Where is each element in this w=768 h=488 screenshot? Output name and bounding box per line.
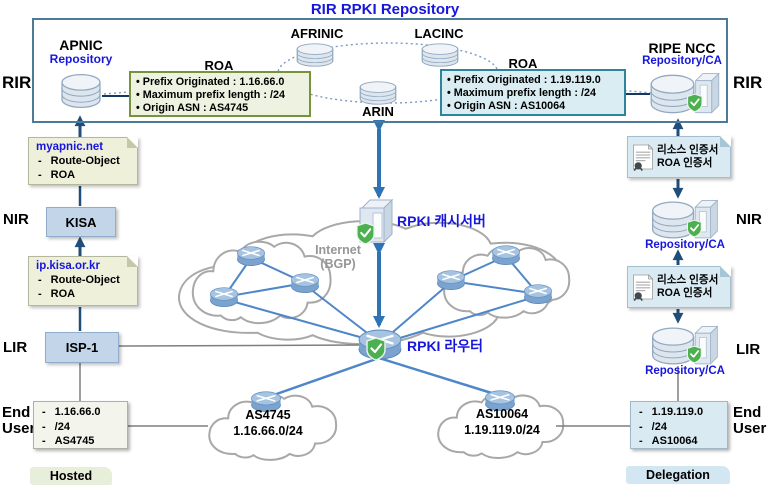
ipkisa-note: ip.kisa.or.kr Route-Object ROA: [28, 256, 138, 306]
roa-box-ripe: Prefix Originated : 1.19.119.0 Maximum p…: [440, 69, 626, 116]
myapnic-title: myapnic.net: [36, 141, 104, 153]
as10064-prefix-label: 1.19.119.0/24: [464, 423, 540, 437]
gray-connectors: [79, 344, 679, 427]
internet-bgp-label: Internet (BGP): [303, 243, 373, 271]
lir-repository-ca-icon: [647, 323, 723, 369]
roa-line: Prefix Originated : 1.19.119.0: [447, 74, 619, 87]
end-user-label-left: End User: [2, 404, 36, 437]
roa-line: Maximum prefix length : /24: [447, 87, 619, 100]
as4745-prefix-label: 1.16.66.0/24: [233, 424, 303, 438]
end-user-box-left: 1.16.66.0 /24 AS4745: [33, 401, 128, 449]
internet-label-line: (BGP): [320, 257, 356, 271]
cert-line: 리소스 인증서: [657, 273, 719, 286]
ripe-ncc-label: RIPE NCC: [648, 40, 716, 56]
nir-repository-ca-icon: [647, 197, 723, 243]
diagram-title: RIR RPKI Repository: [310, 1, 460, 18]
myapnic-item: ROA: [36, 168, 137, 182]
certificate-doc-icon: [633, 144, 654, 171]
nir-label-left: NIR: [3, 211, 29, 228]
rir-label-left: RIR: [2, 73, 32, 92]
end-user-label-line: End: [2, 404, 31, 421]
myapnic-note: myapnic.net Route-Object ROA: [28, 137, 138, 185]
rpki-cache-server-icon: [356, 198, 394, 245]
end-user-item: 1.16.66.0: [40, 405, 127, 420]
roa-line: Origin ASN : AS4745: [136, 102, 304, 115]
kisa-box: KISA: [46, 207, 116, 237]
as10064-label: AS10064: [475, 407, 529, 421]
end-user-item: /24: [40, 420, 127, 435]
end-user-label-line: User: [2, 420, 36, 437]
rir-label-right: RIR: [733, 73, 763, 92]
roa-line: Maximum prefix length : /24: [136, 89, 304, 102]
roa-right-title: ROA: [508, 56, 538, 71]
afrinic-label: AFRINIC: [290, 26, 344, 41]
roa-line: Prefix Originated : 1.16.66.0: [136, 76, 304, 89]
ipkisa-title: ip.kisa.or.kr: [36, 260, 100, 272]
end-user-label-right: End User: [733, 405, 768, 437]
ripe-ncc-sub-label: Repository/CA: [642, 55, 722, 67]
lacinc-label: LACINC: [414, 26, 464, 41]
cert-box-top: 리소스 인증서 ROA 인증서: [627, 136, 731, 178]
lir-label-left: LIR: [3, 339, 28, 356]
end-user-item: 1.19.119.0: [637, 405, 727, 420]
roa-line: Origin ASN : AS10064: [447, 100, 619, 113]
ipkisa-item: ROA: [36, 287, 137, 301]
end-user-item: /24: [637, 420, 727, 435]
ripe-repository-ca-icon: [646, 70, 724, 118]
cert-line: 리소스 인증서: [657, 143, 719, 156]
roa-left-title: ROA: [204, 58, 234, 73]
hosted-strip: Hosted: [30, 467, 112, 485]
end-user-label-line: End: [733, 404, 762, 421]
certificate-doc-icon: [633, 274, 654, 301]
as4745-label: AS4745: [245, 408, 291, 422]
end-user-box-right: 1.19.119.0 /24 AS10064: [630, 401, 728, 449]
internet-label-line: Internet: [315, 243, 361, 257]
end-user-item: AS4745: [40, 434, 127, 449]
roa-links: [102, 93, 650, 97]
apnic-repository-icon: [61, 73, 101, 109]
lir-repo-label: Repository/CA: [645, 365, 725, 377]
rpki-router-icon: [357, 329, 403, 361]
lacinc-repository-icon: [421, 43, 459, 67]
apnic-sub-label: Repository: [49, 52, 113, 66]
nir-label-right: NIR: [736, 211, 762, 228]
ipkisa-item: Route-Object: [36, 273, 137, 287]
arin-label: ARIN: [362, 104, 394, 119]
isp1-box: ISP-1: [45, 332, 119, 363]
apnic-label: APNIC: [59, 37, 103, 53]
cert-box-bottom: 리소스 인증서 ROA 인증서: [627, 266, 731, 308]
arin-repository-icon: [359, 81, 397, 105]
myapnic-item: Route-Object: [36, 154, 137, 168]
rpki-cache-server-label: RPKI 캐시서버: [397, 213, 486, 229]
cert-line: ROA 인증서: [657, 287, 713, 299]
rpki-router-label: RPKI 라우터: [407, 338, 483, 354]
cert-line: ROA 인증서: [657, 157, 713, 169]
end-user-item: AS10064: [637, 434, 727, 449]
nir-repo-label: Repository/CA: [645, 239, 725, 251]
delegation-strip: Delegation: [626, 466, 730, 484]
afrinic-repository-icon: [296, 43, 334, 67]
roa-box-apnic: Prefix Originated : 1.16.66.0 Maximum pr…: [129, 71, 311, 117]
lir-label-right: LIR: [736, 341, 761, 358]
end-user-label-line: User: [733, 420, 767, 437]
